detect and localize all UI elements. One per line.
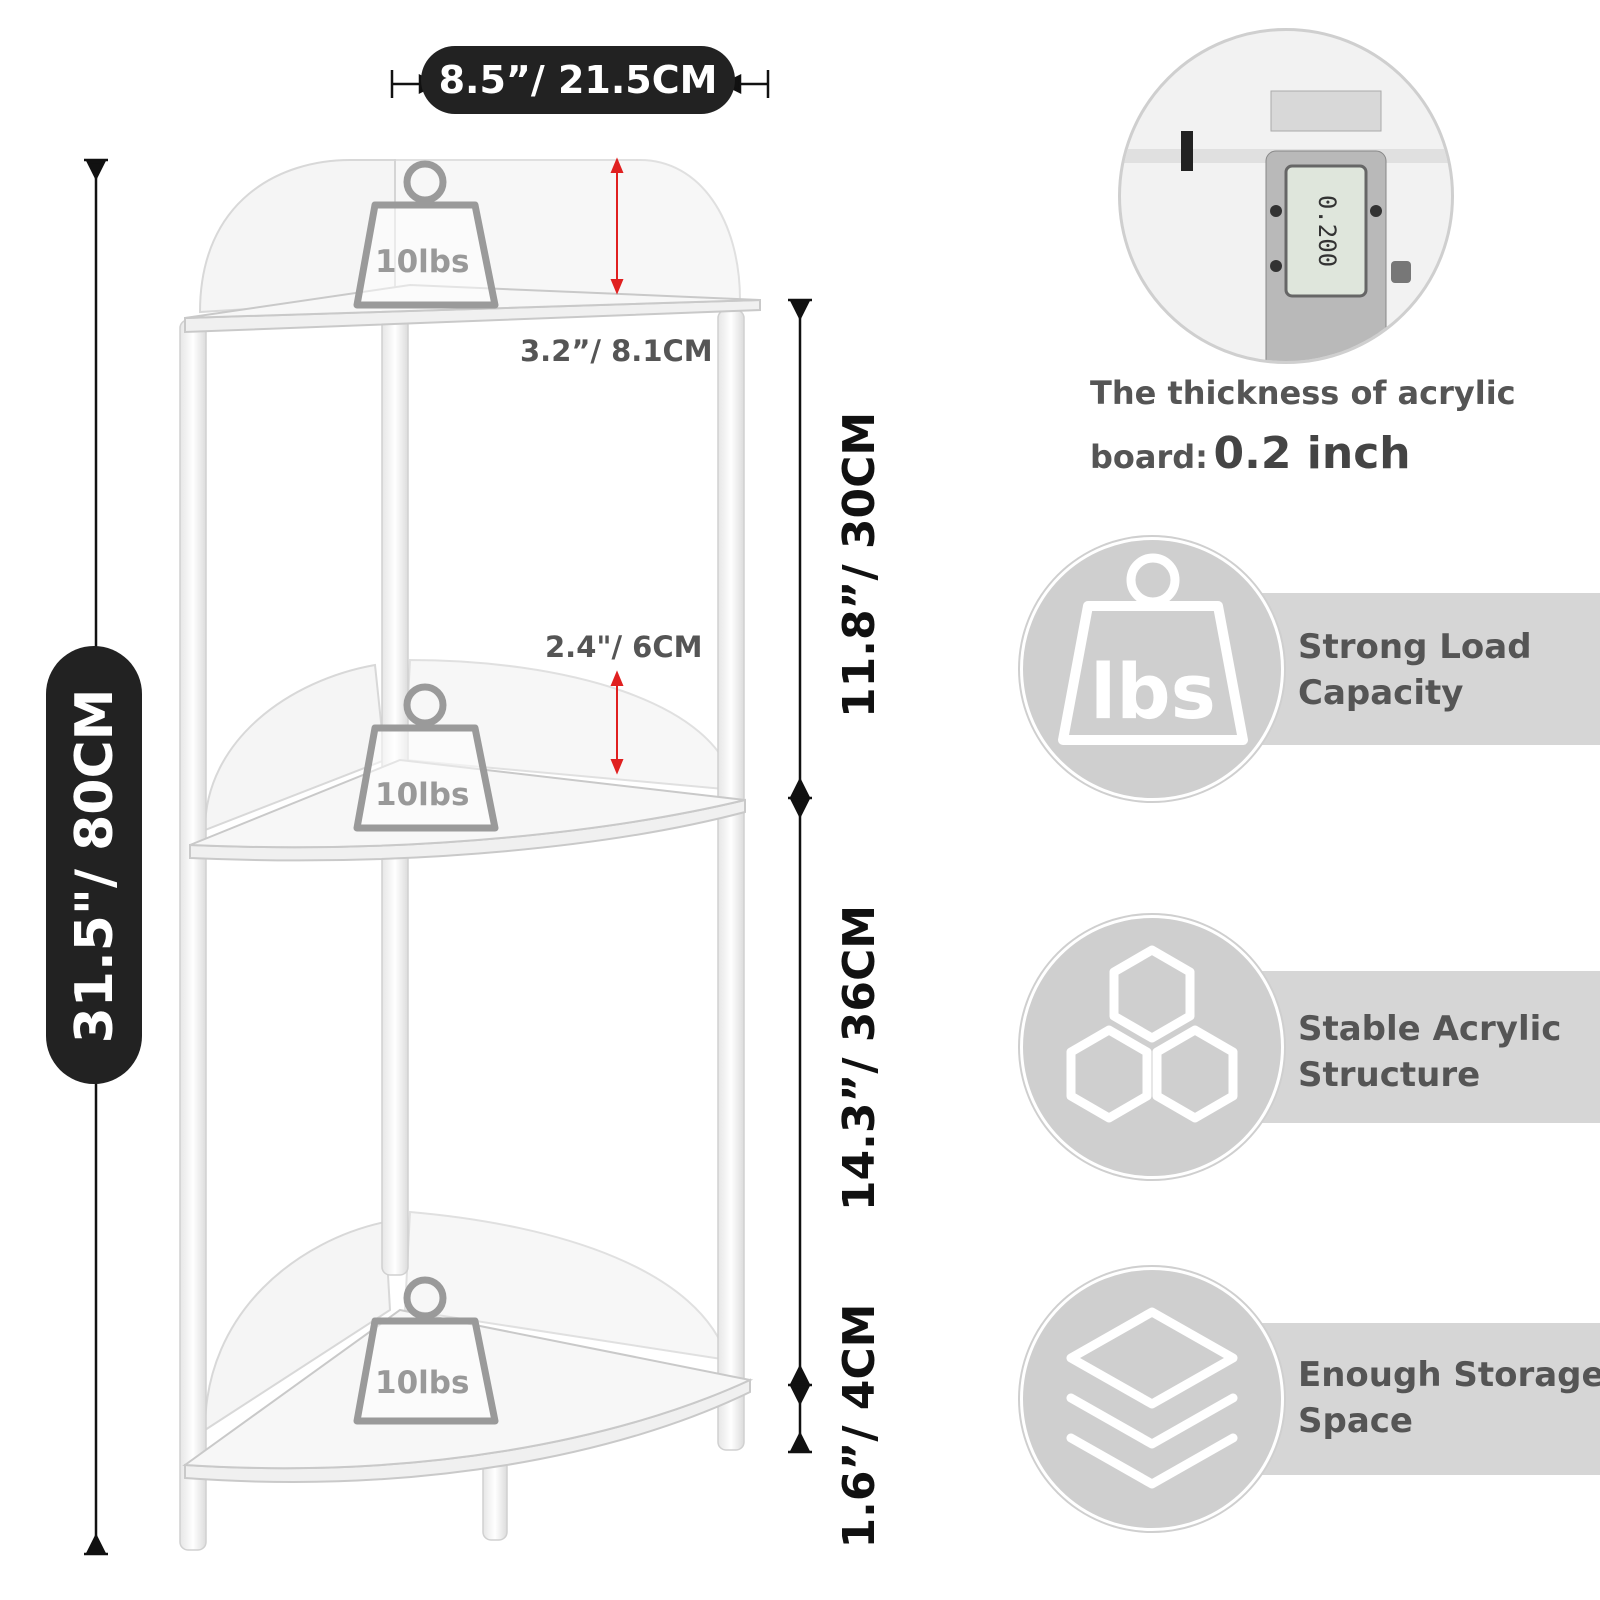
middle-gap-label: 14.3”/ 36CM [834,904,885,1212]
middle-shelf-weight-label: 10lbs [375,777,470,813]
top-gap-label: 11.8”/ 30CM [834,411,885,718]
feature-load-line1: Strong Load [1298,627,1532,667]
feature-text-load: Strong Load Capacity [1298,624,1532,716]
dimension-lines [84,70,812,1556]
top-shelf-weight-label: 10lbs [375,244,470,280]
middle-guard-panels [203,658,737,832]
width-dimension-label: 8.5”/ 21.5CM [421,46,735,114]
feature-structure-line1: Stable Acrylic [1298,1009,1562,1049]
feature-text-structure: Stable Acrylic Structure [1298,1006,1561,1098]
support-rods [179,309,745,1551]
caliper-reading: 0.200 [1313,194,1341,268]
height-dimension-pill [46,646,142,1084]
feature-text-storage: Enough Storage Space [1298,1352,1600,1444]
top-guard-height-label: 3.2”/ 8.1CM [520,334,713,368]
feature-storage-line2: Space [1298,1401,1413,1441]
layers-icon [1066,1307,1238,1489]
shelf-weight-icons [353,160,499,1425]
thickness-caption-line2: board: 0.2 inch [1090,428,1411,479]
middle-guard-height-label: 2.4"/ 6CM [545,630,703,664]
digital-caliper-icon [1121,90,1451,361]
thickness-value: 0.2 inch [1213,428,1411,479]
feature-badge-storage [1020,1267,1284,1531]
guard-height-arrows [610,157,624,775]
height-dimension-label: 31.5"/ 80CM [65,688,125,1044]
hexagons-icon [1066,945,1238,1123]
feature-structure-line2: Structure [1298,1055,1481,1095]
feature-storage-line1: Enough Storage [1298,1355,1600,1395]
thickness-caption-line1: The thickness of acrylic [1090,374,1516,412]
caliper-photo-circle: 0.200 [1118,28,1454,364]
feature-badge-structure [1020,915,1284,1179]
weight-lbs-icon: lbs [1058,553,1248,745]
bottom-gap-label: 1.6”/ 4CM [834,1303,885,1549]
thickness-caption-prefix: board: [1090,438,1208,476]
feature-badge-load: lbs [1020,537,1284,801]
weight-icon-text: lbs [1090,647,1216,736]
bottom-shelf-weight-label: 10lbs [375,1365,470,1401]
feature-load-line2: Capacity [1298,673,1464,713]
